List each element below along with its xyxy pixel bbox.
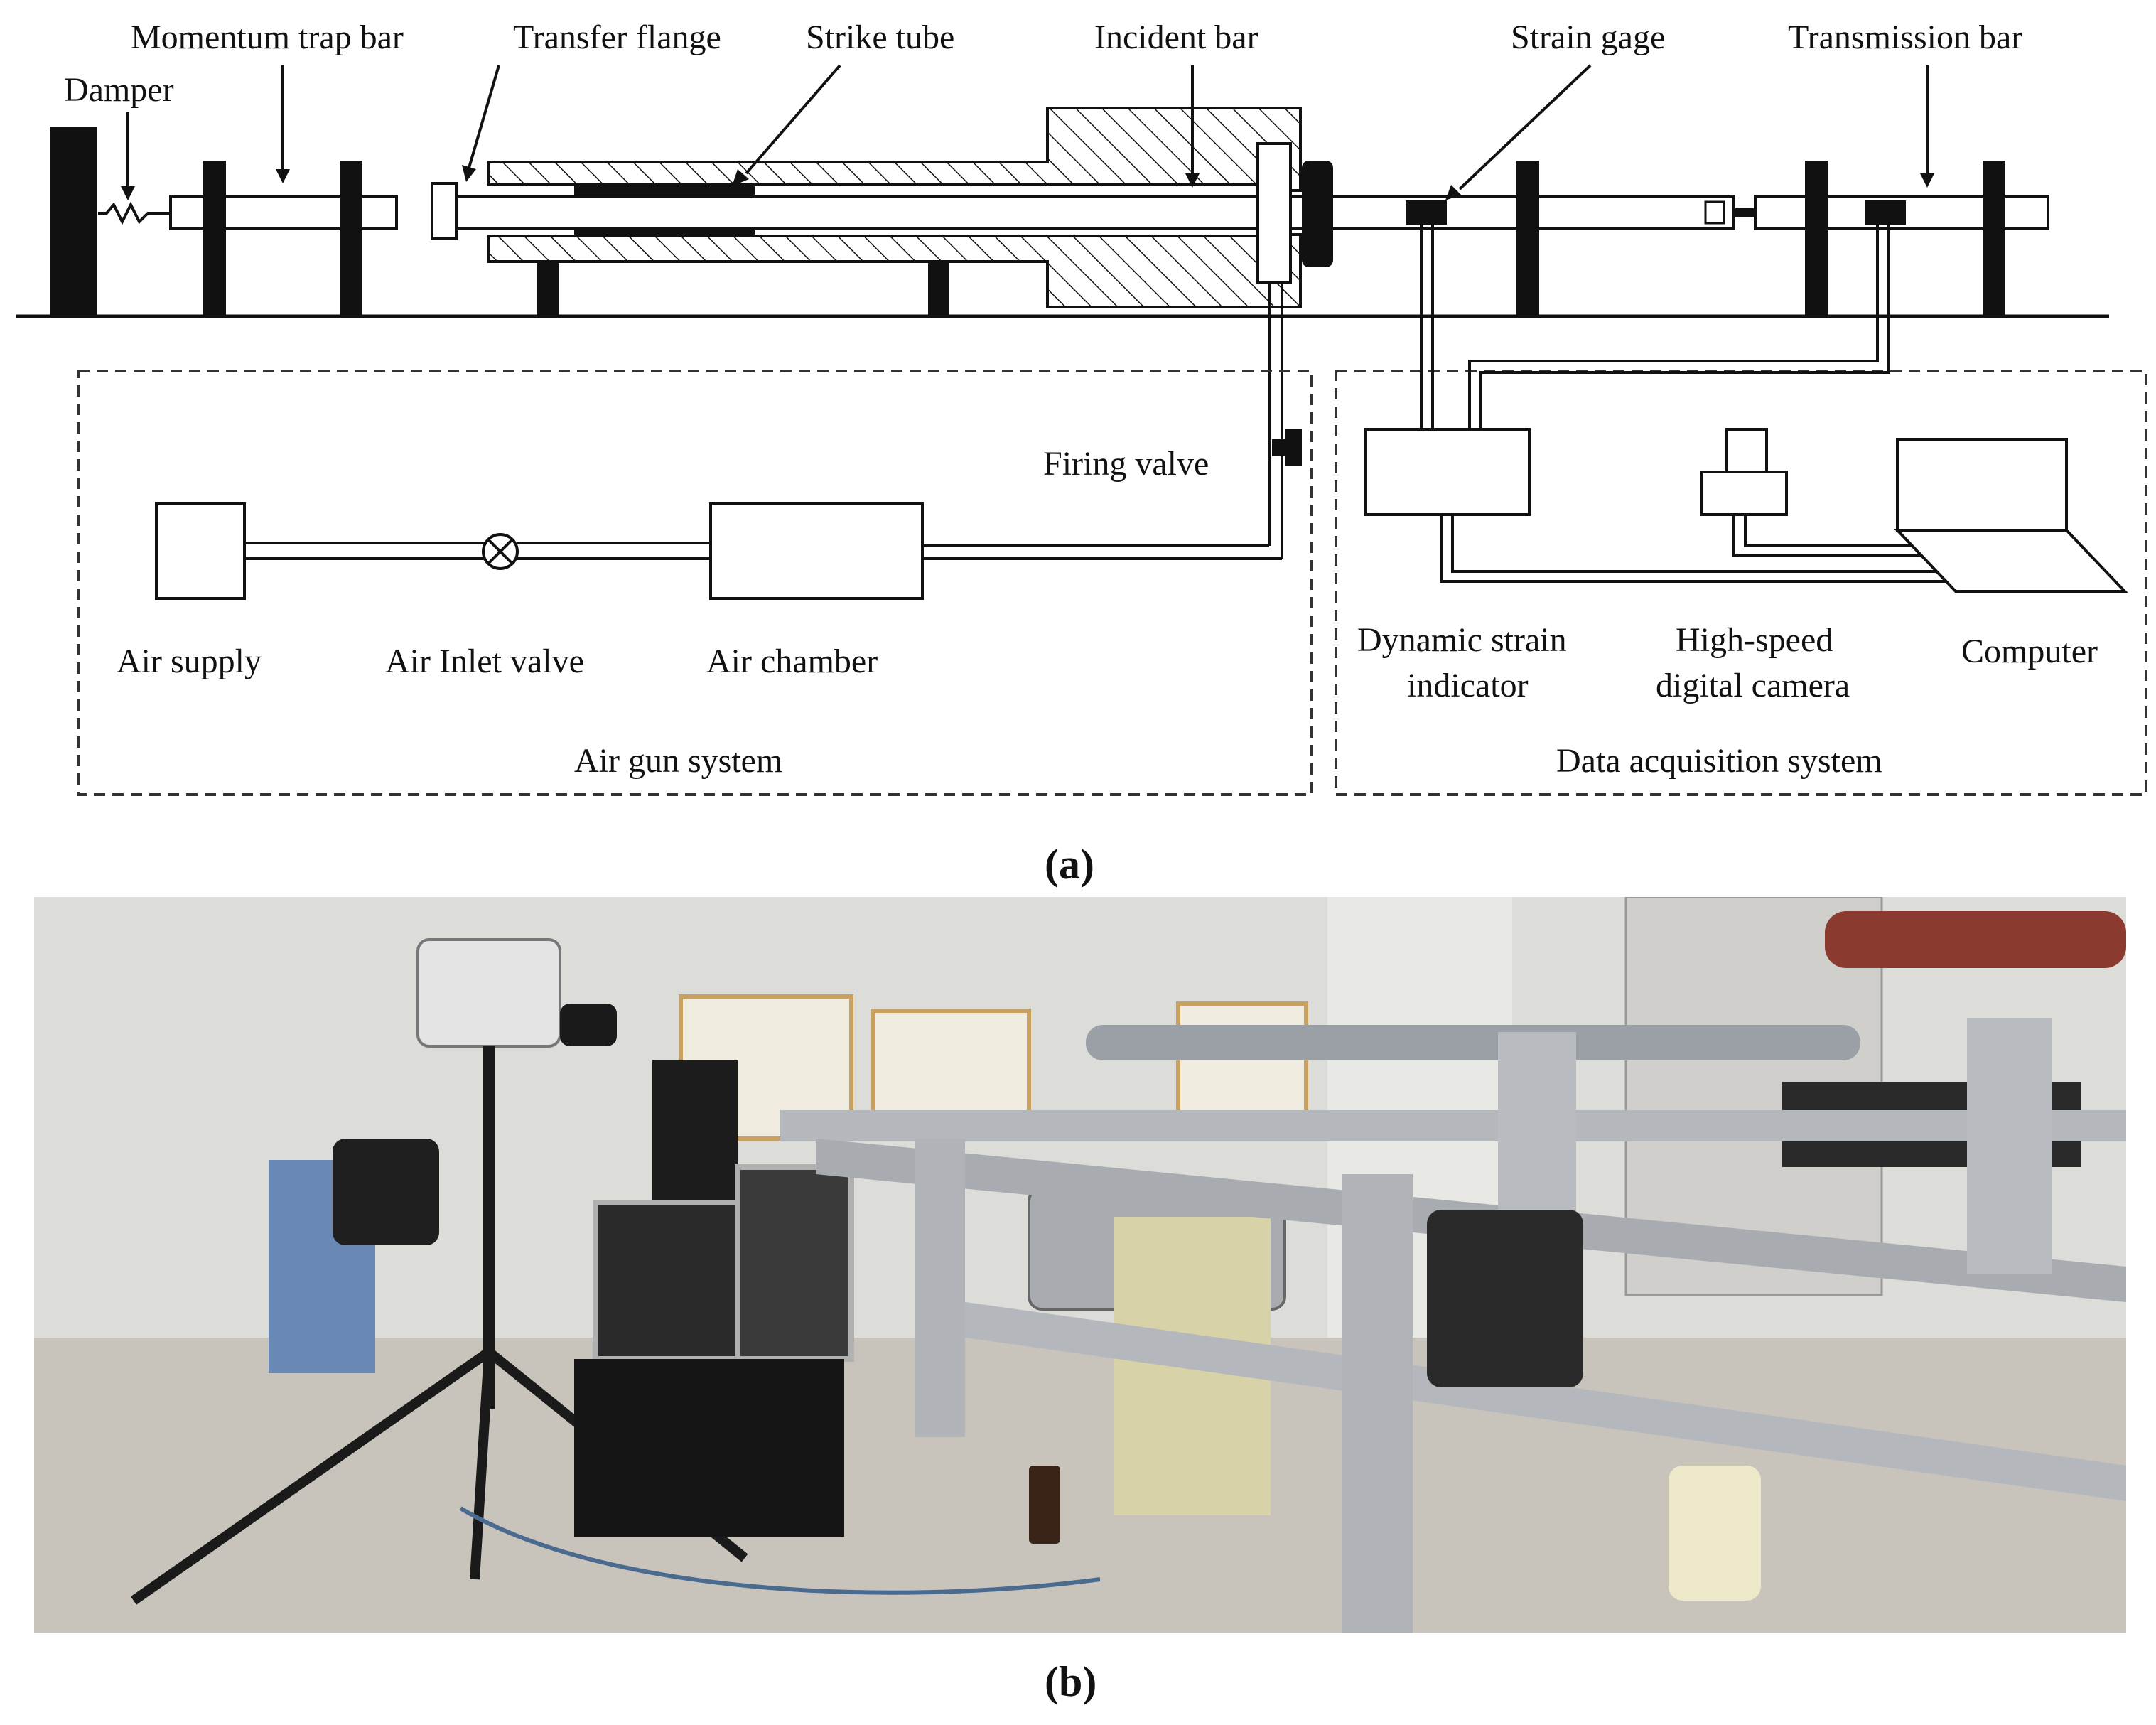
label-air-gun-system: Air gun system bbox=[574, 742, 782, 780]
photo-bar-rod bbox=[1086, 1025, 1860, 1060]
label-firing-valve: Firing valve bbox=[1043, 445, 1209, 483]
flange-arrow-head bbox=[462, 165, 476, 182]
launcher-upper bbox=[487, 107, 1302, 192]
label-strain-gage: Strain gage bbox=[1511, 18, 1665, 56]
photo-floor bbox=[34, 1338, 2126, 1633]
label-high-speed-camera-line2: digital camera bbox=[1656, 667, 1850, 704]
transmission-bar-arrow-head bbox=[1920, 173, 1934, 188]
photo-rail-lower bbox=[915, 1295, 2126, 1501]
label-data-acquisition-system: Data acquisition system bbox=[1556, 742, 1882, 780]
label-air-supply: Air supply bbox=[117, 643, 262, 680]
strike-tube-arrow bbox=[745, 64, 841, 175]
incident-support bbox=[1516, 161, 1539, 316]
air-supply-box bbox=[155, 502, 246, 600]
launcher-foot-2 bbox=[928, 262, 949, 316]
strike-tube-arrow-head bbox=[732, 169, 749, 186]
photo-camera-lens bbox=[560, 1004, 617, 1046]
photo-bar-rail-top bbox=[780, 1110, 2126, 1141]
strike-tube-top bbox=[574, 185, 755, 195]
trap-bar-arrow-head bbox=[276, 169, 290, 183]
incident-bar bbox=[455, 195, 1735, 230]
camera-top-icon bbox=[1725, 428, 1768, 473]
label-transfer-flange: Transfer flange bbox=[513, 18, 721, 56]
photo-black-chair bbox=[1427, 1210, 1583, 1387]
photo-tripod-leg-3 bbox=[470, 1351, 494, 1580]
panel-a-tag: (a) bbox=[1045, 841, 1094, 888]
label-high-speed-camera-line1: High-speed bbox=[1676, 621, 1833, 659]
transfer-flange bbox=[431, 182, 458, 240]
data-acquisition-system-box bbox=[1335, 370, 2147, 796]
damper-wall bbox=[50, 127, 97, 316]
photo-red-roller bbox=[1825, 911, 2126, 968]
computer-keyboard-icon bbox=[1894, 529, 2128, 593]
damper-arrow-head bbox=[121, 186, 135, 200]
dynamic-strain-indicator-box bbox=[1364, 428, 1531, 516]
lab-setup-photo bbox=[34, 897, 2126, 1633]
air-chamber-box bbox=[709, 502, 924, 600]
strain-gage-arrow-head bbox=[1445, 185, 1461, 200]
strain-gage-arrow bbox=[1458, 64, 1592, 190]
trap-support-2 bbox=[340, 161, 362, 316]
photo-chair-back bbox=[333, 1139, 439, 1245]
cable-indicator-b bbox=[1451, 515, 1940, 573]
photo-rail-post-1 bbox=[915, 1139, 965, 1437]
label-computer: Computer bbox=[1961, 633, 2098, 670]
label-damper: Damper bbox=[64, 71, 174, 109]
label-air-inlet-valve: Air Inlet valve bbox=[385, 643, 584, 680]
cable-indicator-a bbox=[1440, 515, 1954, 583]
cable-gage2-b bbox=[1479, 225, 1890, 429]
photo-tripod-leg-1 bbox=[130, 1348, 492, 1605]
label-strike-tube: Strike tube bbox=[806, 18, 954, 56]
panel-b-tag: (b) bbox=[1045, 1658, 1096, 1705]
label-dynamic-strain-indicator-line2: indicator bbox=[1407, 667, 1529, 704]
chamber-end-block bbox=[1256, 142, 1292, 284]
photo-jar bbox=[1669, 1466, 1761, 1601]
photo-tripod-camera bbox=[416, 938, 561, 1048]
label-dynamic-strain-indicator-line1: Dynamic strain bbox=[1357, 621, 1567, 659]
inlet-valve-x2 bbox=[487, 539, 513, 564]
launcher-lower bbox=[487, 233, 1302, 308]
photo-small-bottle bbox=[1029, 1466, 1060, 1544]
firing-valve-knob bbox=[1272, 439, 1286, 456]
cable-gage2-a bbox=[1468, 225, 1879, 429]
firing-valve-icon bbox=[1285, 429, 1302, 466]
cable-camera-a bbox=[1732, 515, 1927, 557]
photo-silver-case-2 bbox=[735, 1164, 854, 1362]
trap-support-1 bbox=[203, 161, 226, 316]
label-incident-bar: Incident bar bbox=[1094, 18, 1258, 56]
bar-clamp bbox=[1302, 161, 1333, 267]
transmission-support-2 bbox=[1983, 161, 2005, 316]
photo-rail-post-4 bbox=[1967, 1018, 2052, 1274]
transmission-support-1 bbox=[1805, 161, 1828, 316]
damper-spring-icon bbox=[98, 201, 169, 225]
cable-camera-b bbox=[1744, 515, 1913, 547]
specimen-end-1 bbox=[1704, 200, 1725, 225]
incident-bar-arrow-head bbox=[1185, 173, 1200, 188]
label-air-chamber: Air chamber bbox=[706, 643, 878, 680]
strain-gage-2 bbox=[1865, 200, 1906, 225]
camera-body-icon bbox=[1700, 471, 1788, 516]
photo-rail-post-2 bbox=[1342, 1174, 1413, 1633]
label-transmission-bar: Transmission bar bbox=[1788, 18, 2022, 56]
launcher-foot-1 bbox=[537, 262, 559, 316]
flange-arrow bbox=[468, 65, 500, 168]
computer-screen-icon bbox=[1896, 438, 2068, 532]
photo-silver-case-1 bbox=[593, 1200, 740, 1362]
photo-black-box bbox=[574, 1359, 844, 1537]
photo-cable bbox=[459, 1506, 1101, 1595]
label-momentum-trap-bar: Momentum trap bar bbox=[131, 18, 404, 56]
strain-gage-1 bbox=[1406, 200, 1447, 225]
air-gun-system-box bbox=[77, 370, 1313, 796]
